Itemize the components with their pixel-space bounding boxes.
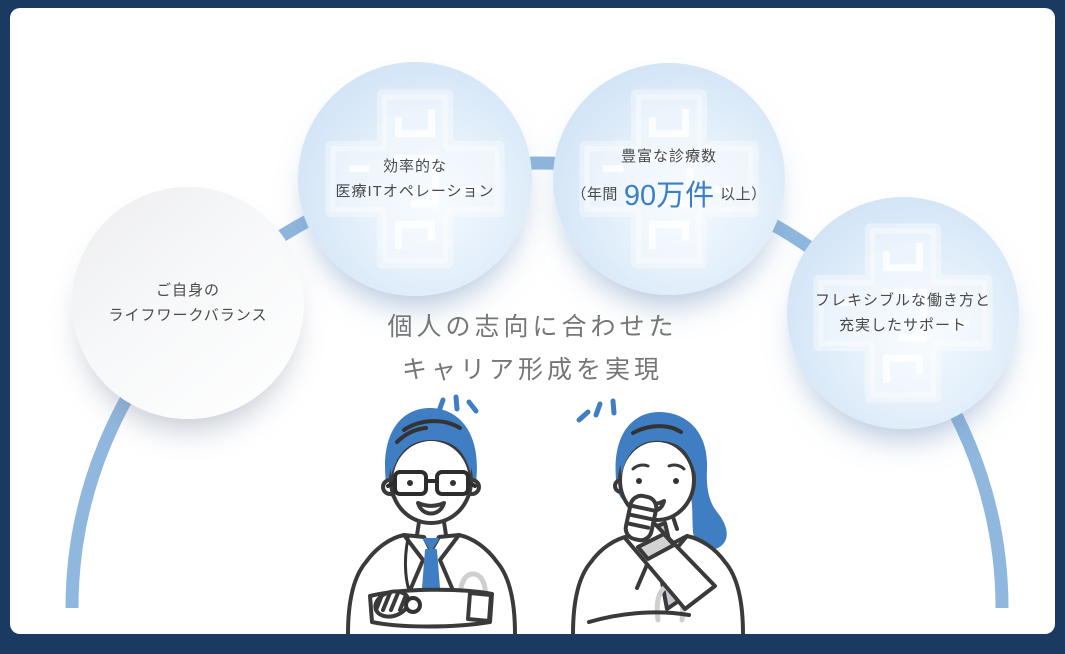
bubble-consultations-line1: 豊富な診療数: [620, 147, 717, 165]
male-doctor-illustration: [346, 394, 517, 634]
bubble-consultations-stat: （年間 90万件 以上）: [571, 172, 766, 214]
stat-highlight-value: 90万件: [623, 180, 715, 213]
bubble-medical-it-operation: 効率的な 医療ITオペレーション: [298, 62, 532, 296]
headline: 個人の志向に合わせた キャリア形成を実現: [10, 306, 1055, 392]
bubble-life-work-balance: ご自身の ライフワークバランス: [72, 187, 304, 419]
content-card: ご自身の ライフワークバランス 効率的な 医療ITオペレーション: [10, 8, 1055, 634]
stat-suffix: 以上）: [720, 185, 767, 203]
stat-prefix: （年間: [571, 185, 618, 203]
bubble-life-work-line1: ご自身の: [155, 281, 220, 299]
headline-line2: キャリア形成を実現: [401, 356, 663, 384]
headline-line1: 個人の志向に合わせた: [387, 313, 678, 341]
bubble-it-operation-line2: 医療ITオペレーション: [335, 183, 495, 200]
bubble-consultation-volume: 豊富な診療数 （年間 90万件 以上）: [553, 63, 785, 295]
female-doctor-illustration: [571, 398, 745, 634]
bubble-life-work-line2: ライフワークバランス: [108, 307, 268, 324]
bubble-it-operation-line1: 効率的な: [382, 157, 447, 175]
